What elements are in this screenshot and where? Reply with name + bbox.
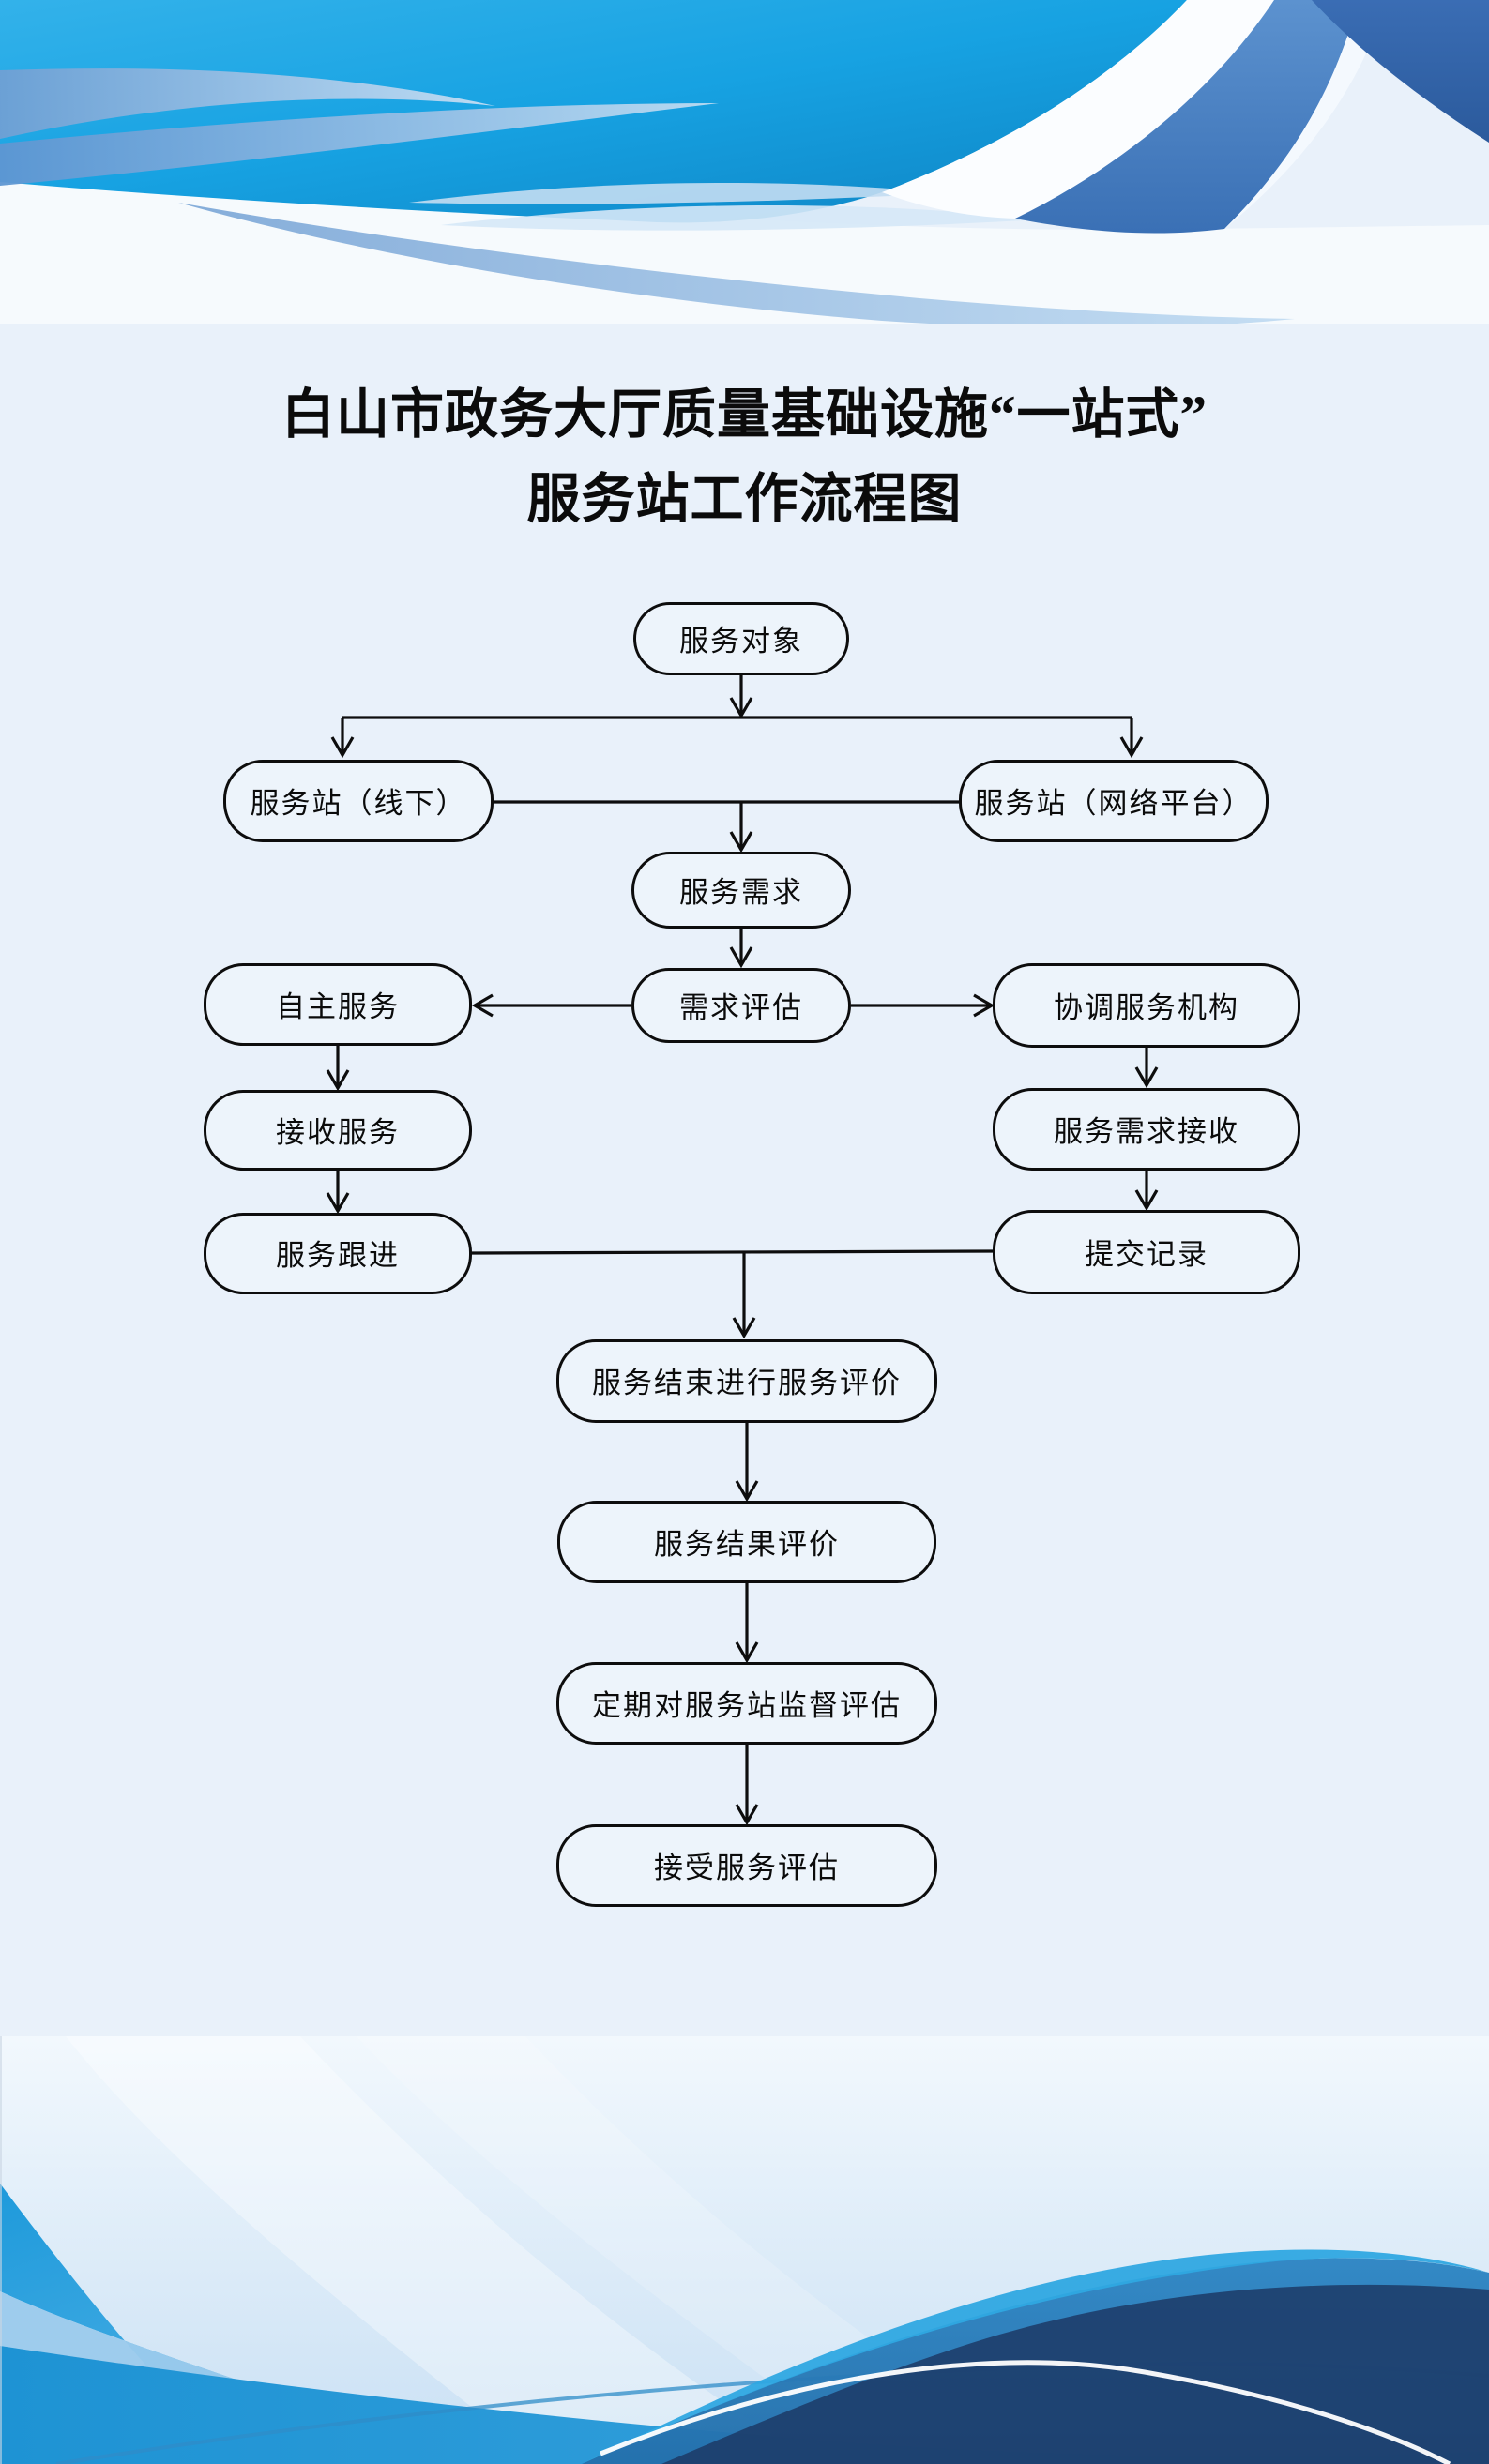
flow-node-station-online: 服务站（网络平台）: [959, 760, 1269, 842]
flow-node-coordinate-agency: 协调服务机构: [993, 963, 1300, 1048]
flow-node-periodic-supervision: 定期对服务站监督评估: [556, 1662, 937, 1745]
flow-node-station-offline: 服务站（线下）: [223, 760, 494, 842]
flow-node-receive-service: 接收服务: [204, 1090, 472, 1171]
flow-node-demand-assessment: 需求评估: [631, 968, 851, 1043]
poster-title: 白山市政务大厅质量基础设施“一站式” 服务站工作流程图: [0, 373, 1489, 542]
flow-node-label: 提交记录: [1085, 1237, 1208, 1271]
flow-node-accept-evaluation: 接受服务评估: [556, 1824, 937, 1907]
flow-node-end-evaluation: 服务结束进行服务评价: [556, 1339, 937, 1423]
flow-node-label: 服务结果评价: [654, 1527, 840, 1561]
flow-node-label: 协调服务机构: [1054, 990, 1239, 1024]
flow-node-label: 服务站（网络平台）: [974, 786, 1253, 820]
flow-node-label: 服务对象: [679, 624, 803, 658]
flow-node-label: 服务跟进: [276, 1239, 400, 1272]
bottom-banner-wave-decoration: [0, 2036, 1489, 2464]
flow-node-label: 接收服务: [276, 1115, 400, 1149]
poster-title-line1: 白山市政务大厅质量基础设施“一站式”: [281, 385, 1208, 445]
flow-node-demand-reception: 服务需求接收: [993, 1088, 1300, 1171]
flow-node-label: 自主服务: [276, 990, 400, 1023]
flow-node-label: 服务需求接收: [1054, 1114, 1239, 1148]
flow-node-label: 服务站（线下）: [250, 786, 467, 820]
flow-node-label: 服务结束进行服务评价: [592, 1367, 902, 1399]
top-banner-wave-decoration: [0, 0, 1489, 324]
flow-node-service-demand: 服务需求: [631, 852, 851, 929]
flow-node-service-target: 服务对象: [633, 602, 849, 675]
flow-node-label: 服务需求: [679, 875, 803, 909]
flow-node-label: 定期对服务站监督评估: [592, 1688, 902, 1722]
flow-node-service-followup: 服务跟进: [204, 1213, 472, 1294]
poster-title-line2: 服务站工作流程图: [526, 470, 963, 529]
flow-node-label: 接受服务评估: [654, 1851, 840, 1884]
flow-arrow-lines: [326, 675, 1159, 1826]
flow-node-self-service: 自主服务: [204, 963, 472, 1046]
flow-node-submit-record: 提交记录: [993, 1210, 1300, 1294]
flow-node-result-evaluation: 服务结果评价: [557, 1501, 936, 1583]
flow-node-label: 需求评估: [679, 990, 803, 1024]
